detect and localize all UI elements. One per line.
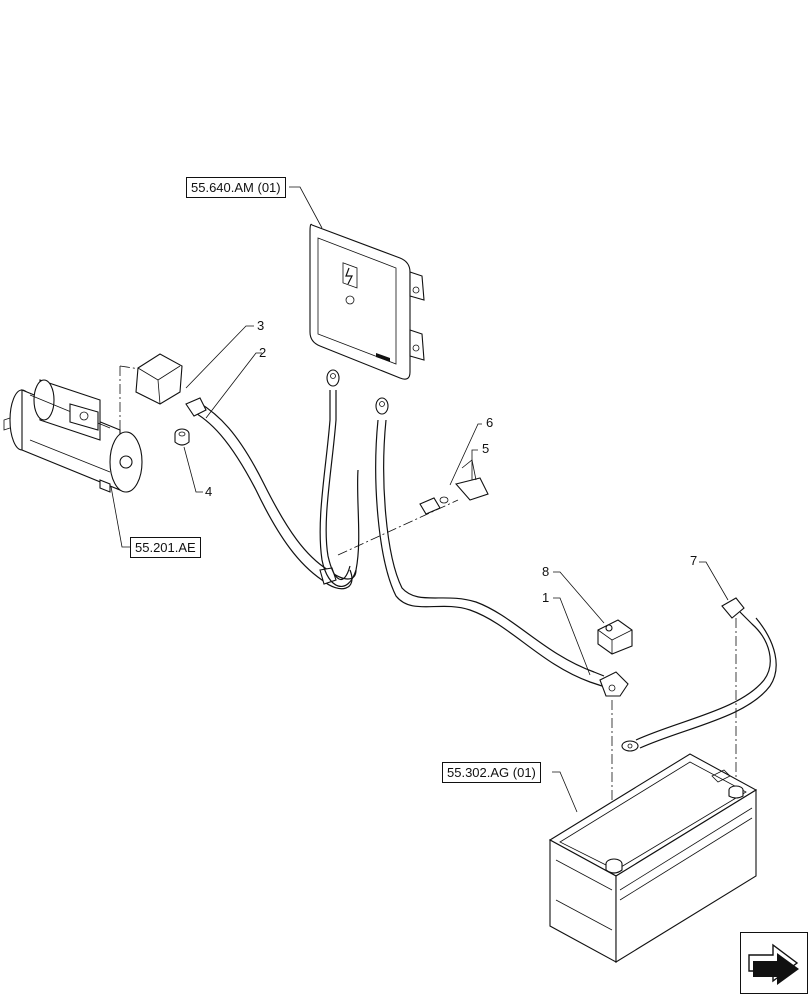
cable-ecu-left: [319, 369, 360, 587]
callout-3[interactable]: 3: [257, 318, 265, 333]
ref-ecu[interactable]: 55.640.AM (01): [186, 177, 286, 198]
battery: [548, 753, 758, 963]
callout-4[interactable]: 4: [205, 484, 213, 499]
callout-2[interactable]: 2: [259, 345, 267, 360]
ref-battery[interactable]: 55.302.AG (01): [442, 762, 541, 783]
clamp: [597, 619, 633, 655]
callout-6[interactable]: 6: [486, 415, 494, 430]
callout-5[interactable]: 5: [482, 441, 490, 456]
starter-motor: [3, 379, 143, 493]
bracket-and-bolt: [419, 459, 489, 515]
nut: [174, 428, 190, 446]
cable-7: [621, 597, 777, 752]
callout-8[interactable]: 8: [542, 564, 550, 579]
callout-leaders: [183, 325, 729, 676]
ecu-module: [309, 223, 425, 380]
terminal-cover: [135, 353, 183, 405]
cable-1: [375, 397, 629, 697]
callout-7[interactable]: 7: [690, 553, 698, 568]
callout-1[interactable]: 1: [542, 590, 550, 605]
reference-leaders: [107, 186, 578, 813]
ref-starter[interactable]: 55.201.AE: [130, 537, 201, 558]
arrow-icon-graphic: [748, 943, 799, 985]
next-page-arrow-icon[interactable]: [740, 932, 808, 994]
